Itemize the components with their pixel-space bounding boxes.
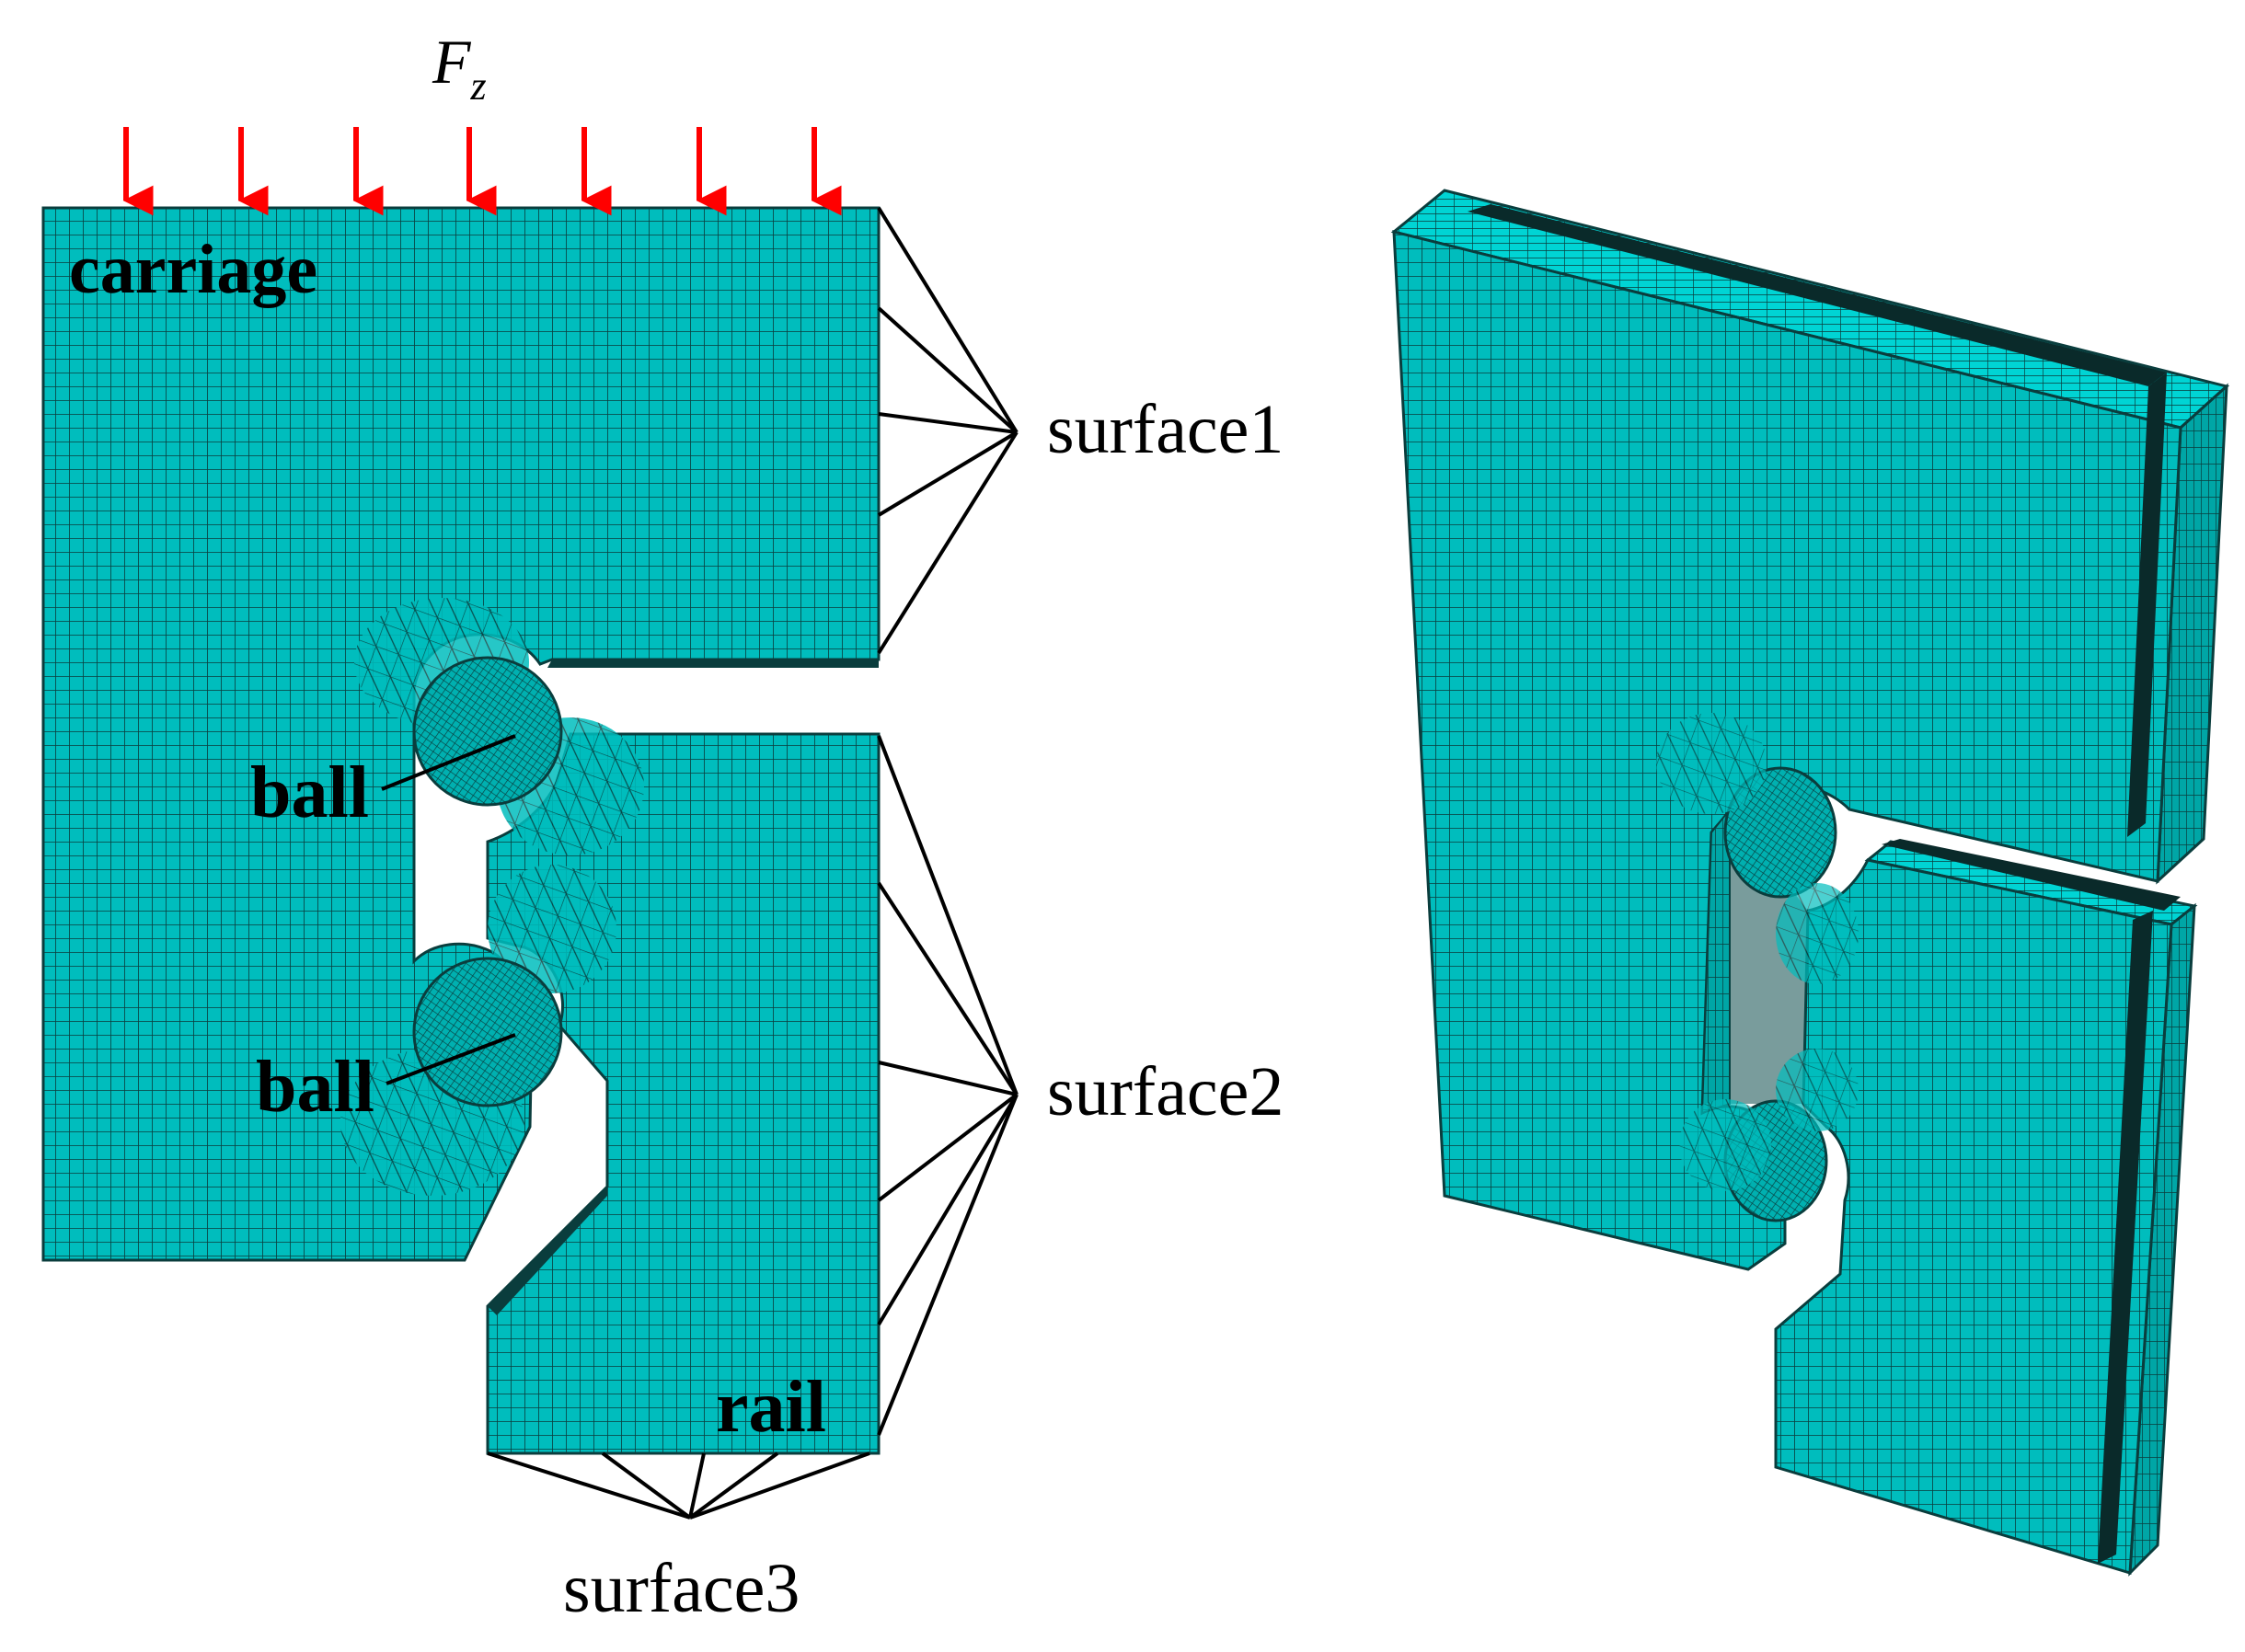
contact-3d-zone-2: [1776, 883, 1859, 984]
ball-upper: [412, 656, 563, 807]
load-subscript: z: [470, 63, 487, 109]
surface1-leaders: [877, 206, 1019, 655]
surface2-leaders: [877, 735, 1019, 1436]
ball-3d-upper: [1723, 766, 1837, 899]
carriage-3d-slot-side: [2127, 373, 2167, 837]
surface1-label: surface1: [1047, 391, 1284, 468]
ball-upper-label: ball: [250, 752, 369, 833]
load-symbol: F: [432, 27, 472, 97]
contact-zone-lower-rail: [488, 865, 616, 993]
load-arrows: [122, 127, 842, 216]
carriage-label: carriage: [69, 231, 317, 308]
surface2-label: surface2: [1047, 1053, 1284, 1130]
mesh-3d-view: [1390, 189, 2230, 1577]
rail-chamfer-rim: [488, 1187, 607, 1315]
mesh-2d-view: Fz carriage ball ball rail surface1 surf…: [41, 27, 1284, 1627]
surface3-leaders: [487, 1451, 870, 1520]
rail-3d-slot: [1882, 839, 2181, 911]
rail-label: rail: [716, 1367, 826, 1448]
contact-3d-zone-3: [1776, 1049, 1859, 1131]
ball-lower: [412, 957, 563, 1107]
ball-lower-label: ball: [256, 1047, 374, 1128]
carriage-3d-slot: [1468, 204, 2167, 386]
rail-3d-front: [1774, 858, 2173, 1575]
ball-leaders: [381, 734, 516, 1085]
contact-3d-zone-4: [1679, 1099, 1771, 1191]
carriage-notch-rim: [547, 660, 879, 668]
surface3-label: surface3: [563, 1550, 800, 1627]
load-label: Fz: [432, 27, 487, 109]
contact-3d-zone-1: [1656, 713, 1767, 814]
rail-3d-slot-side: [2098, 911, 2153, 1564]
